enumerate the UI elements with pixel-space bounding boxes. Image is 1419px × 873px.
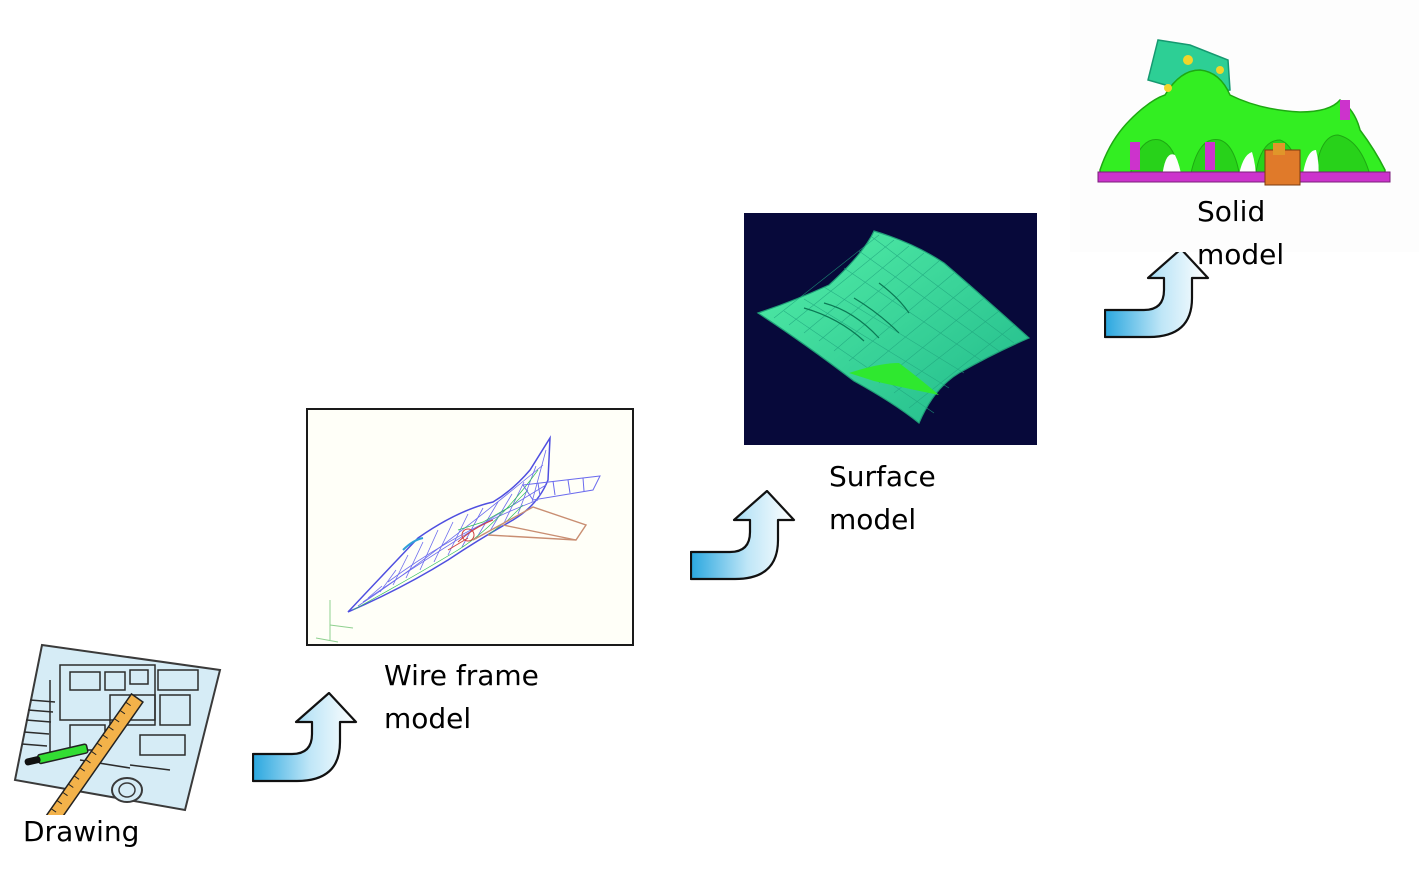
label-solid: Solid model	[1197, 195, 1285, 271]
step-arrow-icon	[690, 490, 796, 581]
label-drawing: Drawing	[23, 815, 140, 848]
wireframe-airplane-image	[306, 408, 634, 646]
step-arrow-icon	[1104, 248, 1210, 339]
solid-manifold-image	[1070, 0, 1419, 252]
label-wireframe: Wire frame model	[384, 659, 539, 735]
step-arrow-icon	[252, 692, 358, 783]
blueprint-drawing-icon	[13, 643, 222, 815]
label-surface: Surface model	[829, 460, 936, 536]
surface-mesh-image	[744, 213, 1037, 445]
